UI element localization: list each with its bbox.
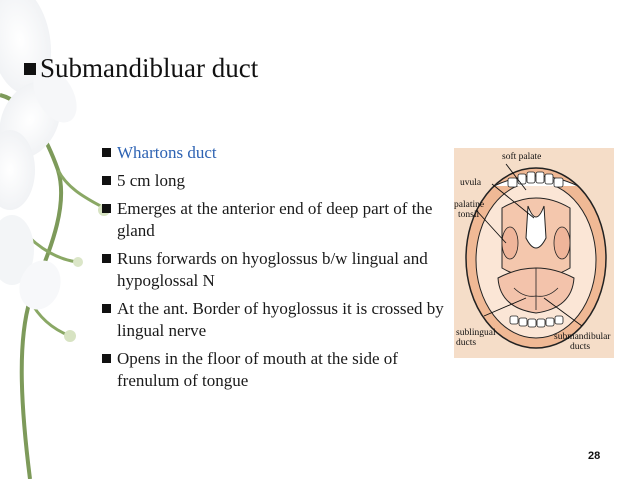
- label-sublingual: sublingual: [456, 328, 496, 338]
- slide-title-text: Submandibluar duct: [40, 53, 259, 83]
- square-bullet-icon: [102, 354, 111, 363]
- title-bullet-icon: [24, 63, 36, 75]
- square-bullet-icon: [102, 148, 111, 157]
- mouth-diagram: soft palate uvula palatine tonsil sublin…: [454, 148, 614, 358]
- slide-title: Submandibluar duct: [24, 53, 259, 84]
- label-submandibular: submandibular: [554, 332, 611, 342]
- label-sublingual-ducts: ducts: [456, 338, 477, 348]
- bullet-item: Emerges at the anterior end of deep part…: [102, 198, 447, 242]
- square-bullet-icon: [102, 304, 111, 313]
- square-bullet-icon: [102, 204, 111, 213]
- bullet-item: Runs forwards on hyoglossus b/w lingual …: [102, 248, 447, 292]
- bullet-list: Whartons duct 5 cm long Emerges at the a…: [102, 142, 447, 398]
- square-bullet-icon: [102, 254, 111, 263]
- bullet-item: Whartons duct: [102, 142, 447, 164]
- mouth-illustration: [454, 148, 614, 358]
- label-submandibular-ducts: ducts: [570, 342, 591, 352]
- label-soft-palate: soft palate: [502, 152, 542, 162]
- bullet-item: Opens in the floor of mouth at the side …: [102, 348, 447, 392]
- label-tonsil: tonsil: [458, 210, 480, 220]
- bullet-item: 5 cm long: [102, 170, 447, 192]
- square-bullet-icon: [102, 176, 111, 185]
- bullet-item: At the ant. Border of hyoglossus it is c…: [102, 298, 447, 342]
- label-palatine: palatine: [454, 200, 485, 210]
- label-uvula: uvula: [460, 178, 482, 188]
- page-number: 28: [588, 450, 601, 462]
